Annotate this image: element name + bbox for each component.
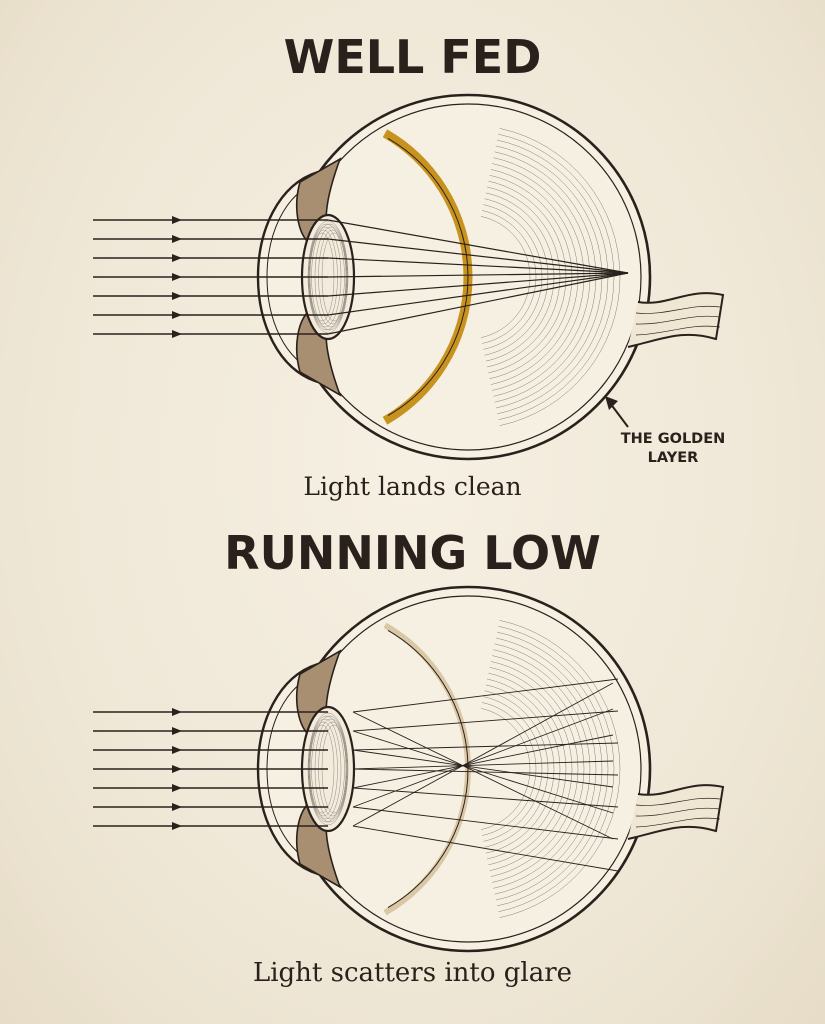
light-ray-arrowhead (172, 727, 182, 735)
light-ray-arrowhead (172, 235, 182, 243)
vitreous-hatch-line (484, 690, 549, 848)
optic-nerve-fiber (635, 325, 721, 336)
light-ray-arrowhead (172, 311, 182, 319)
vitreous-hatch-line (488, 672, 567, 866)
focused-ray (327, 272, 629, 316)
vitreous-hatch-line (499, 620, 621, 918)
refracted-light-rays (327, 219, 629, 335)
vitreous-hatch-line (482, 210, 537, 344)
scattered-ray (352, 760, 614, 770)
scattered-ray (352, 825, 619, 872)
light-ray-arrowhead (172, 746, 182, 754)
focused-ray (327, 272, 629, 297)
retina-inner-edge (387, 630, 469, 908)
light-ray-arrowhead (172, 273, 182, 281)
vitreous-hatch-line (488, 180, 567, 374)
optic-nerve-fiber (635, 315, 721, 325)
scattered-ray (352, 749, 614, 788)
lens-texture (307, 712, 349, 826)
vitreous-hatch-line (483, 204, 543, 350)
annotation-golden-layer-line2: LAYER (647, 450, 699, 466)
light-ray-arrowhead (172, 292, 182, 300)
focused-ray (327, 257, 629, 274)
focused-ray (327, 238, 629, 274)
vitreous-hatch-line (497, 631, 609, 907)
light-ray-arrowhead (172, 784, 182, 792)
focused-ray (327, 219, 629, 274)
light-ray-arrowhead (172, 803, 182, 811)
light-ray-arrowhead (172, 216, 182, 224)
vitreous-hatch-line (480, 216, 531, 338)
optic-nerve-fiber (635, 797, 721, 806)
light-ray-arrowhead (172, 330, 182, 338)
scattered-ray (352, 734, 614, 789)
arrow-up-left-icon (609, 402, 629, 428)
scattered-ray (352, 711, 614, 840)
scattered-ray (352, 708, 614, 808)
vitreous-hatch-line (499, 128, 621, 426)
annotation-golden-layer-line1: THE GOLDEN (620, 431, 726, 447)
focused-ray (327, 272, 629, 335)
eye-diagram-running-low (93, 585, 725, 953)
eye-group (93, 585, 725, 953)
eye-diagram-well-fed (93, 93, 725, 461)
scattered-ray (352, 768, 619, 776)
scattered-ray (352, 806, 619, 840)
scattered-ray (352, 710, 619, 732)
caption-well-fed: Light lands clean (303, 472, 522, 501)
vitreous-hatch-line (498, 133, 615, 421)
vitreous-hatch-line (484, 198, 549, 356)
light-ray-arrowhead (172, 765, 182, 773)
arrow-up-left-icon-head (605, 396, 618, 410)
vitreous-hatch-line (487, 678, 561, 860)
vitreous-hatch-line (490, 661, 579, 877)
vitreous-hatch-line (483, 696, 543, 842)
light-ray-arrowhead (172, 708, 182, 716)
vitreous-hatch-line (487, 186, 561, 368)
vitreous-hatch-line (485, 192, 555, 362)
scattered-ray (352, 787, 619, 808)
optic-nerve-fiber (635, 807, 721, 817)
scattered-ray (352, 682, 614, 827)
vitreous-hatch-line (489, 667, 573, 871)
heading-running-low: RUNNING LOW (224, 526, 601, 580)
retina-inner-edge (387, 138, 469, 416)
light-ray-arrowhead (172, 822, 182, 830)
vitreous-hatch-line (485, 684, 555, 854)
optic-nerve-fiber (635, 305, 721, 314)
eye-group (93, 93, 725, 461)
optic-nerve-fiber (635, 817, 721, 828)
refracted-light-rays (352, 678, 619, 872)
vitreous-hatch-line (498, 625, 615, 913)
scattered-ray (352, 742, 619, 751)
caption-running-low: Light scatters into glare (252, 958, 573, 988)
incoming-light-rays (93, 216, 328, 338)
light-ray-arrowhead (172, 254, 182, 262)
focused-ray (327, 272, 629, 278)
vitreous-hatch-line (480, 708, 531, 830)
heading-well-fed: WELL FED (283, 30, 542, 84)
scattered-ray (352, 678, 619, 713)
incoming-light-rays (93, 708, 328, 830)
